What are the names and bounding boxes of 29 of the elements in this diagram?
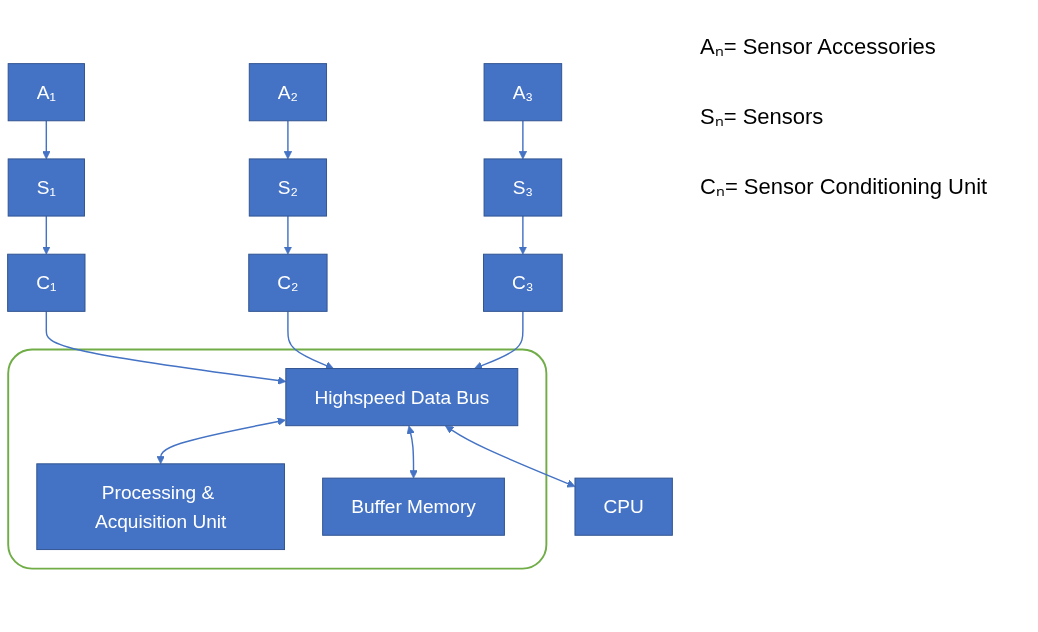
legend-note: Cₙ= Sensor Conditioning Unit <box>700 173 988 200</box>
node-box: Processing & Acquisition Unit <box>36 463 285 550</box>
node-box: Buffer Memory <box>322 477 505 536</box>
node-box: S₁ <box>7 158 85 217</box>
arrow <box>283 215 293 255</box>
node-box: C₁ <box>7 253 86 312</box>
node-box: S₂ <box>248 158 328 217</box>
node-box: CPU <box>574 477 673 536</box>
arrow <box>42 215 51 255</box>
node-box: A₃ <box>483 63 563 122</box>
arrow <box>45 310 287 385</box>
node-box: A₁ <box>7 63 85 122</box>
arrow <box>42 119 51 160</box>
arrow <box>156 417 286 465</box>
legend-note: Sₙ= Sensors <box>700 103 824 130</box>
arrow <box>445 425 576 488</box>
legend-note: Aₙ= Sensor Accessories <box>700 33 936 60</box>
node-box: Highspeed Data Bus <box>285 367 519 427</box>
arrow <box>474 310 524 370</box>
arrow <box>283 119 293 160</box>
arrow <box>518 215 528 255</box>
node-box: S₃ <box>483 158 563 217</box>
node-box: C₂ <box>248 253 328 312</box>
node-box: C₃ <box>483 253 563 312</box>
arrow <box>406 425 418 479</box>
arrow <box>287 310 334 370</box>
arrow <box>518 119 528 160</box>
cluster <box>7 348 548 570</box>
node-box: A₂ <box>248 63 328 122</box>
